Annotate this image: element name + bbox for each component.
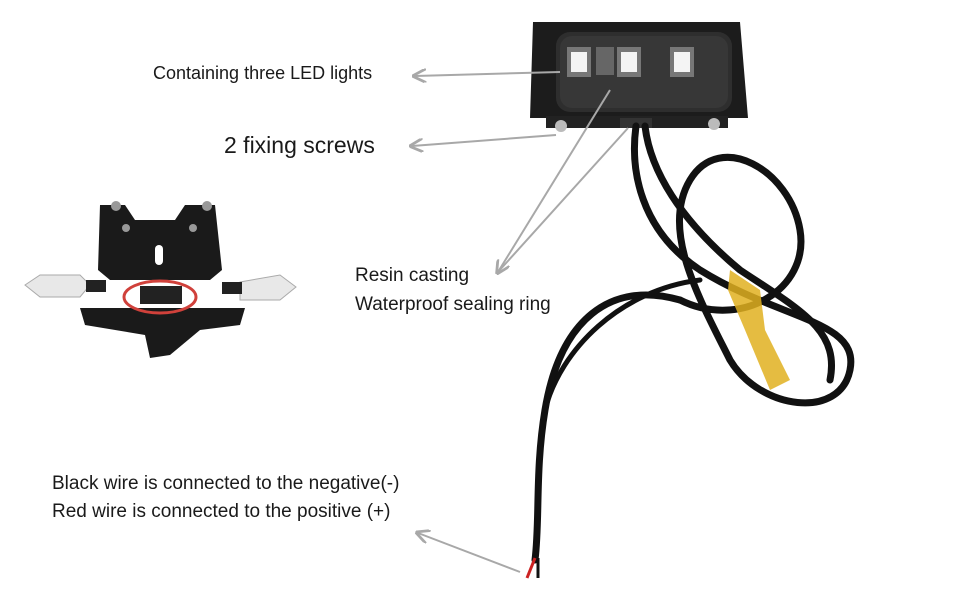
arrow-resin xyxy=(498,89,611,272)
arrow-screws xyxy=(412,134,557,146)
fixing-screw-right xyxy=(708,118,720,130)
led-1 xyxy=(567,47,591,77)
led-label: Containing three LED lights xyxy=(153,63,373,83)
red-wire-end xyxy=(525,557,537,579)
wire-bundle xyxy=(531,122,855,564)
annotation-arrows xyxy=(412,72,629,573)
led-placeholder xyxy=(596,47,614,75)
yellow-tape xyxy=(728,270,790,390)
fender-bracket-image xyxy=(24,201,297,358)
sealing-ring-text: Waterproof sealing ring xyxy=(355,294,551,315)
highlight-ring xyxy=(122,279,198,315)
resin-casting-text: Resin casting xyxy=(355,265,470,286)
fixing-screw-left xyxy=(555,120,567,132)
led-3 xyxy=(670,47,694,77)
wire-label: Black wire is connected to the negative(… xyxy=(52,470,399,526)
black-wire-text: Black wire is connected to the negative(… xyxy=(52,473,400,494)
license-plate-light xyxy=(530,22,748,132)
led-2 xyxy=(617,47,641,77)
red-wire-text: Red wire is connected to the positive (+… xyxy=(52,501,391,522)
screws-label: 2 fixing screws xyxy=(224,132,375,158)
arrow-led xyxy=(415,72,561,76)
arrow-ring xyxy=(497,127,629,273)
arrow-wire xyxy=(418,533,521,573)
resin-label: Resin casting Waterproof sealing ring xyxy=(355,261,551,319)
